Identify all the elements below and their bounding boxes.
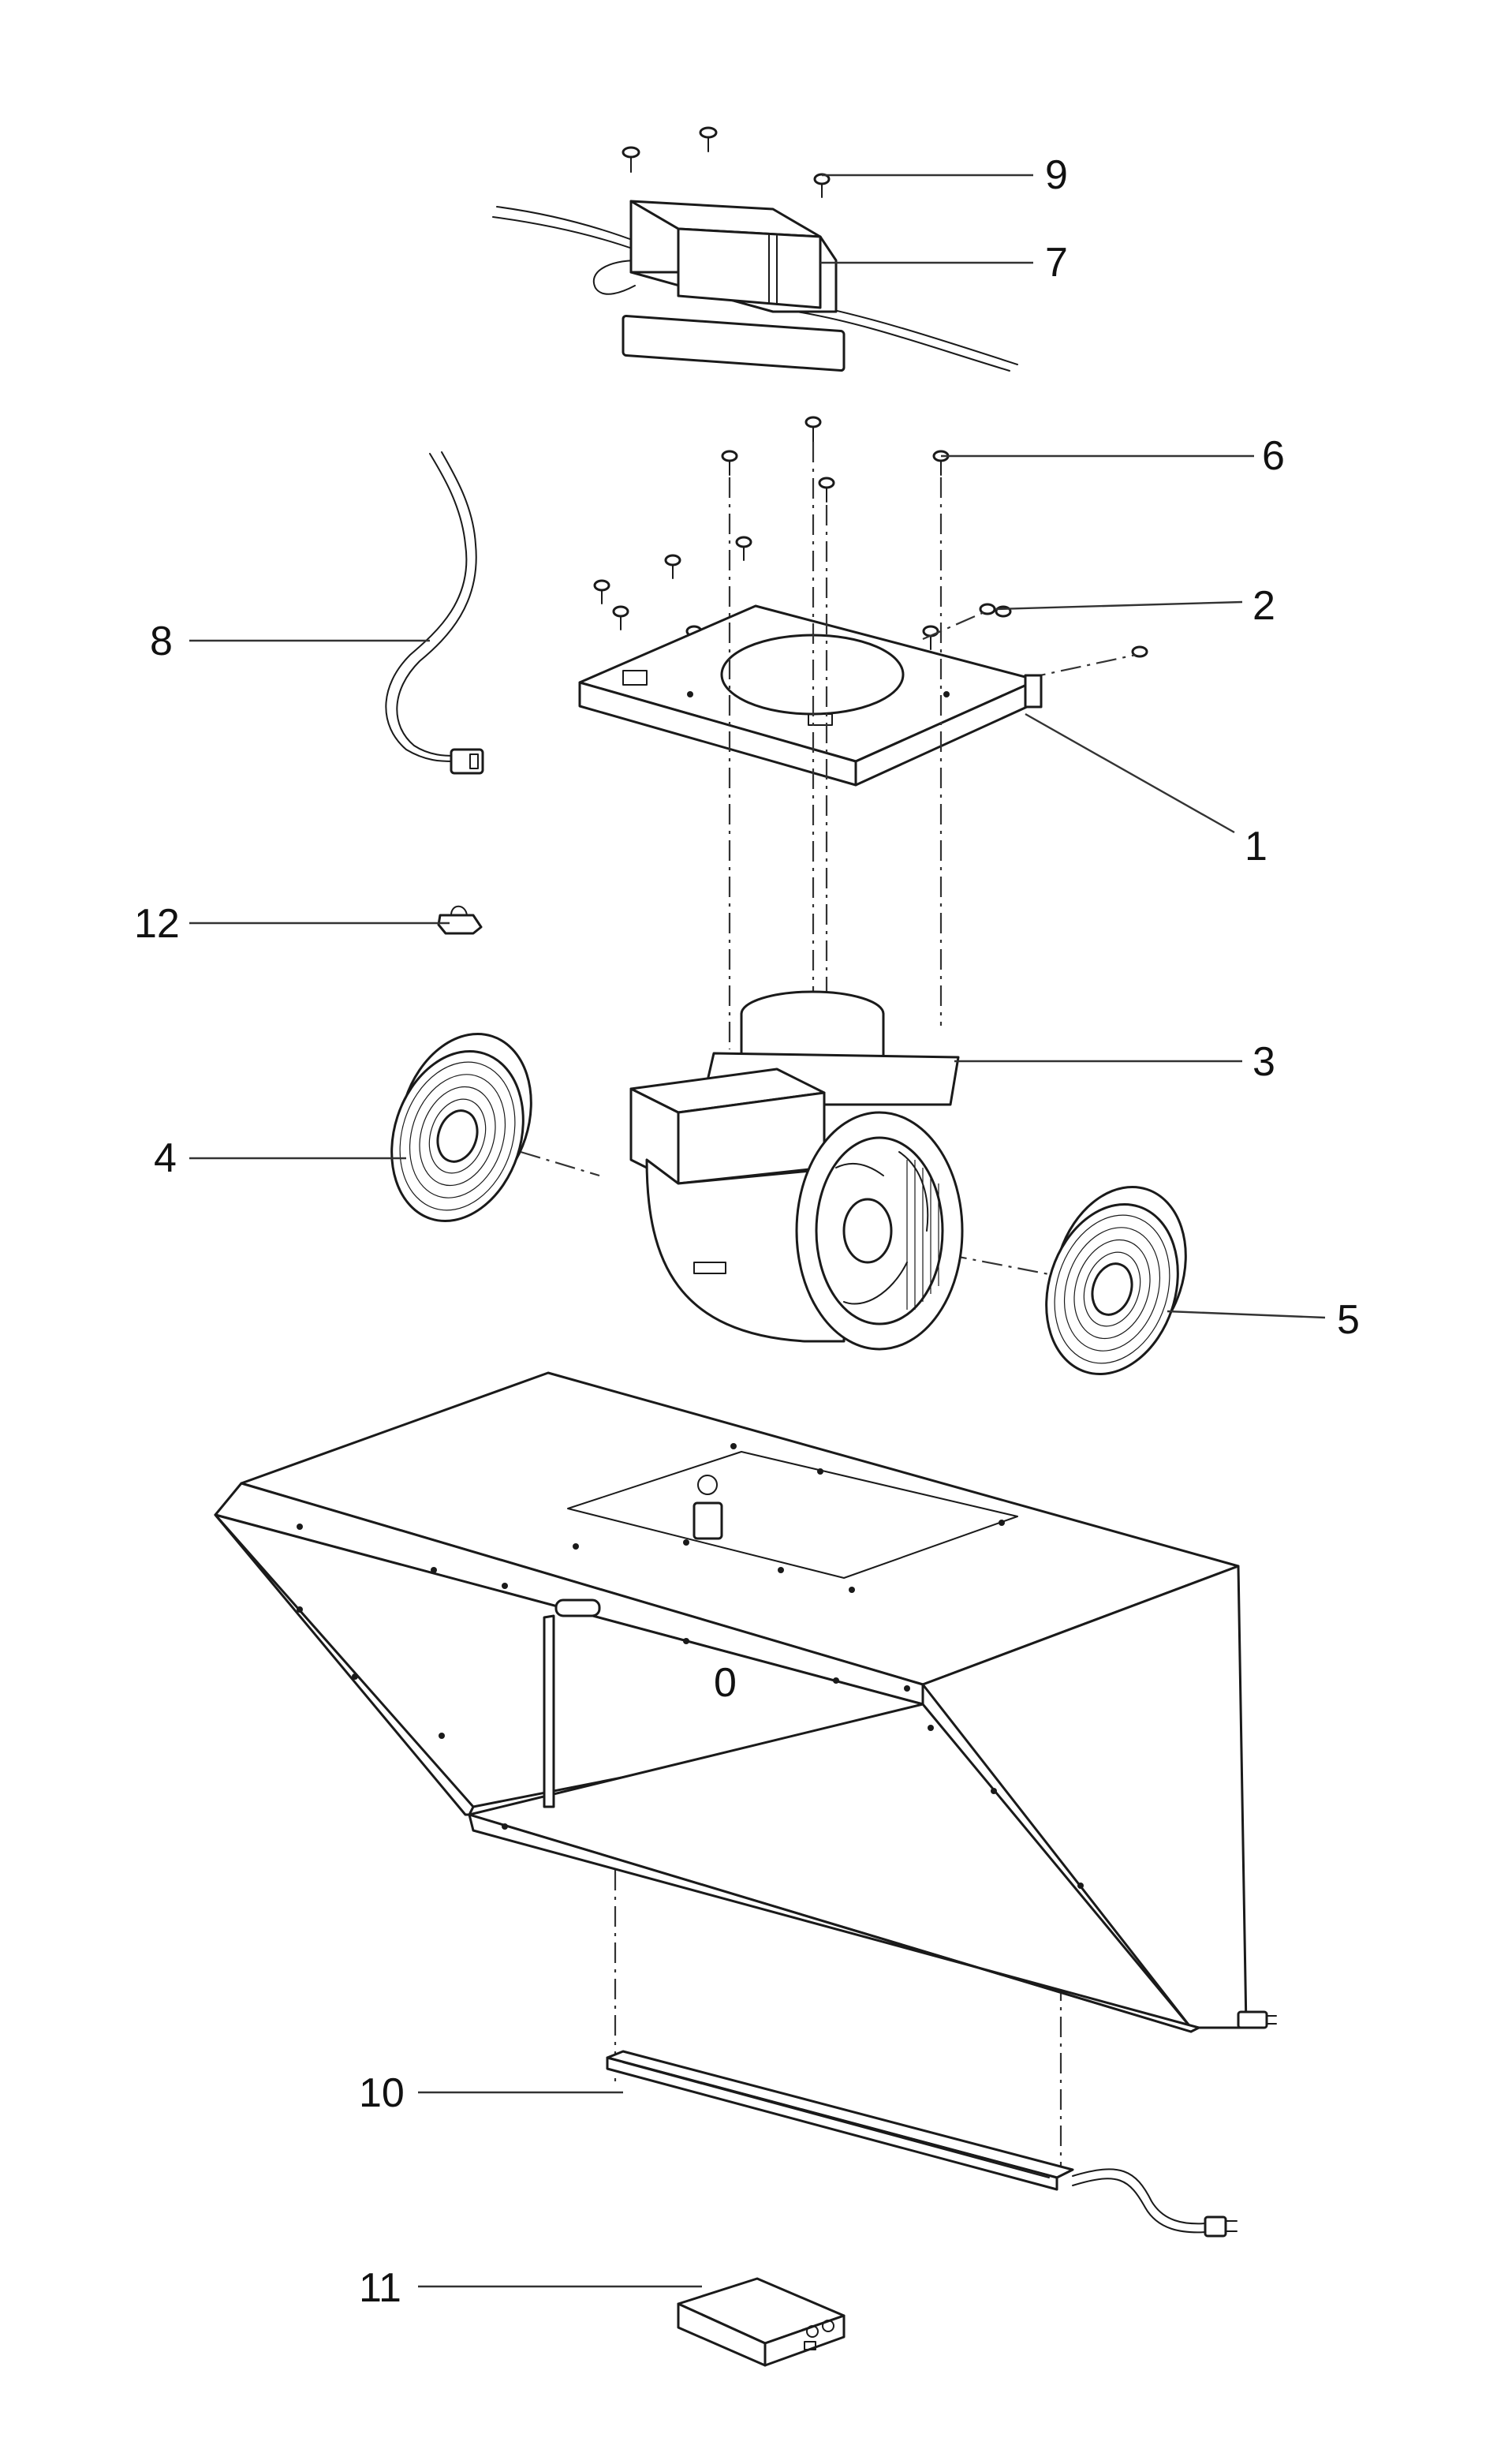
part-11-driver-box — [677, 2277, 846, 2367]
leader-2 — [995, 600, 1243, 611]
callout-7: 7 — [1045, 240, 1068, 286]
screw-icon — [735, 536, 752, 561]
hood-screw-dots — [297, 1443, 1084, 1889]
screw-icon — [932, 450, 950, 476]
part-9-screws — [622, 126, 831, 198]
callout-5: 5 — [1337, 1297, 1360, 1343]
callout-labels: 9 7 6 2 1 8 12 3 4 5 10 11 — [134, 152, 1360, 2311]
leader-lines — [189, 174, 1326, 2288]
screw-icon — [818, 477, 835, 503]
callout-2: 2 — [1252, 583, 1275, 629]
screw-icon — [979, 603, 996, 615]
screw-icon — [612, 605, 629, 630]
hood-marking-text: 0 — [714, 1660, 737, 1706]
part-10-light-bar — [606, 2050, 1238, 2238]
callout-9: 9 — [1045, 152, 1068, 198]
leader-5 — [1167, 1310, 1326, 1319]
leader-1 — [1025, 712, 1235, 834]
range-hood-body: 0 — [214, 1371, 1277, 2033]
screw-icon — [593, 579, 610, 604]
part-4-charcoal-filter — [390, 1033, 532, 1222]
screw-icon — [804, 416, 822, 443]
callout-6: 6 — [1262, 433, 1285, 479]
part-7-transformer-box — [492, 200, 1018, 372]
screw-icon — [1131, 645, 1148, 658]
hood-corner-plug — [1237, 2010, 1277, 2029]
screw-icon — [664, 554, 681, 579]
callout-3: 3 — [1252, 1039, 1275, 1085]
part-8-power-cord — [385, 451, 484, 775]
screw-icon — [622, 146, 640, 173]
callout-8: 8 — [150, 619, 173, 664]
part-12-cord-clamp — [437, 905, 483, 935]
callout-12: 12 — [134, 901, 180, 947]
hood-marking: 0 — [714, 1660, 737, 1706]
part-1-mounting-plate — [578, 604, 1043, 787]
screw-icon — [813, 173, 831, 198]
callout-11: 11 — [359, 2265, 401, 2311]
part-3-blower-assembly — [629, 990, 964, 1351]
filter-mesh-pattern — [399, 1061, 516, 1211]
callout-1: 1 — [1245, 824, 1267, 869]
part-5-charcoal-filter — [1045, 1186, 1187, 1375]
screw-icon — [721, 450, 738, 476]
screw-icon — [699, 126, 718, 152]
callout-4: 4 — [154, 1135, 177, 1181]
blower-wheel-fins — [906, 1160, 939, 1310]
filter-mesh-pattern — [1054, 1214, 1170, 1364]
callout-10: 10 — [359, 2070, 405, 2116]
